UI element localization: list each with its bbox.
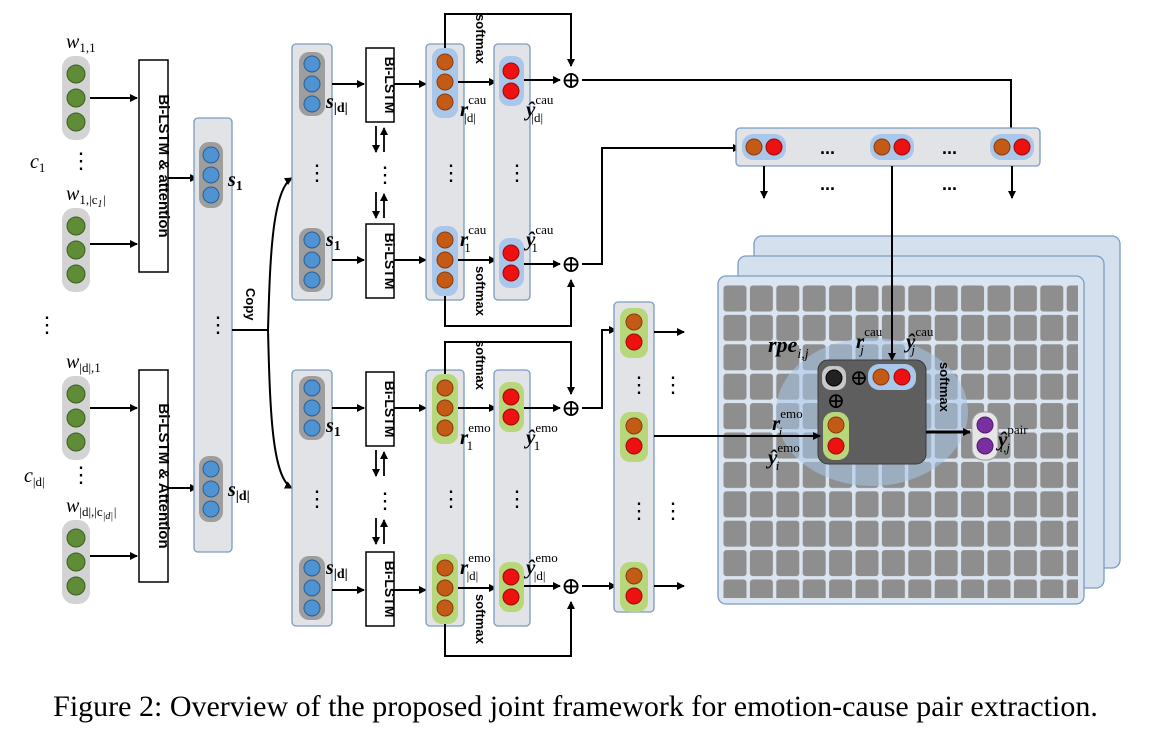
svg-text:⋮: ⋮ [306,160,328,185]
emotion-sentence-column [291,369,333,627]
svg-text:⋮: ⋮ [506,160,528,185]
svg-text:...: ... [942,138,957,158]
svg-text:s|d|: s|d| [325,557,348,582]
svg-text:⋮: ⋮ [207,312,229,337]
figure-caption: Figure 2: Overview of the proposed joint… [53,690,1098,723]
cause-sentence-column [291,43,333,301]
bilstm-cause-top: Bi-LSTM [365,47,398,123]
svg-text:⋮: ⋮ [440,486,462,511]
oplus-cause-bottom: ⊕ [561,252,581,278]
softmax-emotion-bottom: softmax [473,594,488,645]
vdots-docs: ⋮ [36,312,58,337]
svg-text:⋮: ⋮ [374,488,396,513]
encoder-top: Bi-LSTM & attention [138,59,172,273]
bilstm-emotion-top: Bi-LSTM [365,371,398,447]
label-s1-col: s1 [227,169,243,194]
svg-text:Bi-LSTM: Bi-LSTM [382,57,398,114]
word-column-c1-top [62,56,90,140]
encoder-bottom: Bi-LSTM & Attention [138,369,172,583]
framework-diagram: w1,1 c1 ⋮ w1,|c1| ⋮ w|d|,1 c|d| ⋮ w|d|,|… [24,13,1121,657]
label-wd1: w|d|,1 [66,351,101,375]
label-y-emo-bottom: ŷemo|d| [523,550,558,583]
bilstm-emotion-bottom: Bi-LSTM [365,551,398,627]
softmax-cause-bottom: softmax [473,266,488,317]
cause-output-row [735,127,1041,167]
svg-text:s1: s1 [325,415,341,440]
oplus-emotion-top: ⊕ [561,396,581,422]
svg-text:⋮: ⋮ [440,160,462,185]
softmax-cause-top: softmax [473,14,488,65]
svg-text:Bi-LSTM & attention: Bi-LSTM & attention [155,94,172,237]
svg-text:⋮: ⋮ [628,372,650,397]
emotion-output-column [613,301,655,613]
svg-text:Bi-LSTM: Bi-LSTM [382,381,398,438]
svg-text:Bi-LSTM: Bi-LSTM [382,233,398,290]
svg-text:...: ... [942,174,957,194]
bilstm-cause-bottom: Bi-LSTM [365,223,398,299]
word-column-cd-top [62,376,90,460]
label-c1: c1 [30,151,45,175]
svg-text:⋮: ⋮ [374,162,396,187]
oplus-cause-top: ⊕ [561,68,581,94]
emotion-hidden-column [425,369,465,627]
vdots-c1: ⋮ [70,148,92,173]
svg-text:⋮: ⋮ [662,372,684,397]
svg-text:Bi-LSTM: Bi-LSTM [382,561,398,618]
svg-text:⋮: ⋮ [662,498,684,523]
label-rpe: rpei,j [768,332,809,362]
label-cd: c|d| [24,465,45,489]
label-y-cau-top: ŷcau|d| [523,92,554,125]
label-w11: w1,1 [66,31,96,55]
softmax-emotion-top: softmax [473,340,488,391]
svg-text:⋮: ⋮ [506,486,528,511]
cause-pred-column [493,43,531,301]
pair-output [971,411,999,461]
sentence-column [193,117,233,553]
label-sd-col: s|d| [227,479,250,504]
copy-label: Copy [243,288,258,321]
cause-hidden-column [425,43,465,301]
label-r-emo-bottom: remo|d| [460,550,491,583]
emotion-pred-column [493,369,531,627]
oplus-emotion-bottom: ⊕ [561,574,581,600]
word-column-cd-bottom [62,520,90,604]
softmax-pair: softmax [937,362,952,413]
oplus-pair-h: ⊕ [850,365,868,390]
svg-text:⋮: ⋮ [306,486,328,511]
svg-text:Bi-LSTM & Attention: Bi-LSTM & Attention [155,403,172,548]
pair-cell-highlight [817,359,927,465]
oplus-pair-v: ⊕ [827,388,845,413]
word-column-c1-bottom [62,208,90,292]
label-wdcd: w|d|,|c|d|| [66,495,117,522]
label-r-cau-top: rcau|d| [460,92,487,125]
svg-text:s1: s1 [325,229,341,254]
svg-text:⋮: ⋮ [628,498,650,523]
vdots-cd: ⋮ [70,462,92,487]
svg-text:...: ... [820,138,835,158]
svg-text:...: ... [820,174,835,194]
label-w1c1: w1,|c1| [66,183,106,210]
svg-text:s|d|: s|d| [325,91,348,116]
